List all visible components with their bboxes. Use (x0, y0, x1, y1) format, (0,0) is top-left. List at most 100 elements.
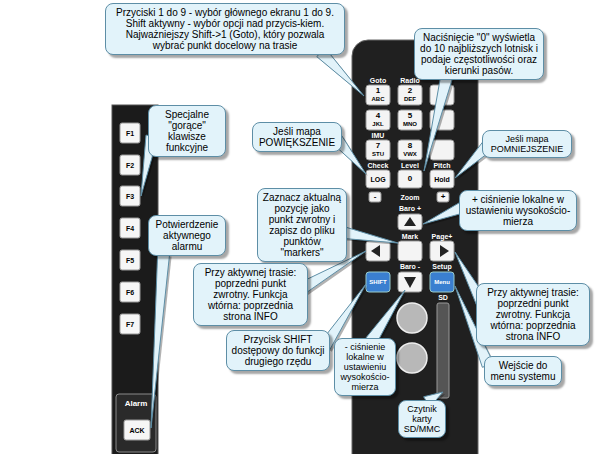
callout-tail (151, 254, 170, 428)
key (366, 85, 390, 105)
key-label: Alarm (125, 400, 148, 408)
key-label: F4 (126, 225, 134, 232)
callout-text: + ciśnienie lokalne w ustawieniu wysokoś… (464, 194, 572, 227)
callout-box: Wejście do menu systemu (484, 356, 562, 386)
callout-text: Przycisk SHIFT dostępowy do funkcji drug… (231, 334, 325, 367)
callout-box: Naciśnięcie "0" wyświetla do 10 najbliżs… (414, 28, 544, 80)
callout-text: Specjalne "gorące" klawisze funkcyjne (153, 109, 221, 153)
f-key (120, 282, 140, 302)
callout-text: Zaznacz aktualną pozycję jako punkt zwro… (262, 192, 342, 258)
key (398, 110, 422, 130)
key-label: JKL (372, 121, 383, 127)
key-label: 7 (376, 142, 380, 150)
key-label: DEF (404, 96, 416, 102)
key-label: + (441, 193, 446, 201)
f-key (120, 250, 140, 270)
panel-body (112, 105, 158, 454)
callout-tail (366, 290, 405, 344)
callout-tail (317, 48, 364, 96)
callout-box: Przycisk SHIFT dostępowy do funkcji drug… (226, 330, 330, 371)
zoom-key (437, 192, 449, 202)
key-label: 2 (408, 87, 412, 95)
key-label: Zoom (400, 194, 419, 201)
key (430, 170, 454, 188)
callout-box: Przy aktywnej trasie: poprzedni punkt zw… (476, 283, 590, 346)
f-key (120, 155, 140, 175)
key-label: Mark (402, 233, 418, 240)
arrow-glyph (371, 245, 380, 257)
callout-text: Jeśli mapa POMNIEJSZENIE (487, 134, 567, 154)
key-label: STU (372, 151, 384, 157)
callout-box: + ciśnienie lokalne w ustawieniu wysokoś… (459, 190, 577, 231)
left-key (366, 241, 390, 261)
knob (397, 343, 427, 373)
key-label: F2 (126, 162, 134, 169)
f-key (120, 218, 140, 238)
key-label: - (374, 193, 377, 201)
callout-text: Jeśli mapa POWIĘKSZENIE (257, 126, 337, 148)
key-label: F1 (126, 130, 134, 137)
callout-box: Przyciski 1 do 9 - wybór głównego ekranu… (105, 3, 345, 55)
key-label: SD (438, 294, 448, 301)
callout-tail (341, 227, 398, 243)
callout-text: Przyciski 1 do 9 - wybór głównego ekranu… (110, 7, 340, 51)
key-label: LOG (370, 176, 385, 183)
sd-slot (437, 303, 449, 398)
key-label: IMU (372, 132, 385, 139)
callout-box: Potwierdzenie aktywnego alarmu (148, 215, 226, 256)
f-key (120, 186, 140, 206)
callout-box: - ciśnienie lokalne w ustawieniu wysokoś… (334, 338, 396, 396)
left-panel (112, 105, 158, 454)
callout-box: Jeśli mapa POWIĘKSZENIE (252, 122, 342, 152)
down-key (398, 272, 422, 292)
callout-text: - ciśnienie lokalne w ustawieniu wysokoś… (339, 342, 391, 392)
callout-text: Przy aktywnej trasie: poprzedni punkt zw… (198, 267, 303, 322)
key (398, 140, 422, 160)
key-label: Hold (434, 176, 450, 183)
knob (397, 303, 427, 333)
key-label: 4 (376, 112, 380, 120)
key-label: VWX (403, 151, 417, 157)
key-label: Menu (434, 279, 450, 285)
callout-text: Naciśnięcie "0" wyświetla do 10 najbliżs… (419, 32, 539, 76)
key-label: F7 (126, 321, 134, 328)
callout-box: Zaznacz aktualną pozycję jako punkt zwro… (257, 188, 347, 262)
arrow-glyph (440, 245, 449, 257)
key (398, 85, 422, 105)
key-label: ACK (129, 427, 144, 434)
key-label: F6 (126, 289, 134, 296)
zoom-key (369, 192, 381, 202)
key (398, 170, 422, 188)
arrow-glyph (404, 277, 416, 288)
arrow-glyph (404, 217, 416, 226)
key-label: Level (401, 162, 419, 169)
key (366, 170, 390, 188)
key-label: 1 (376, 87, 380, 95)
f-key (120, 123, 140, 143)
key-label: F3 (126, 193, 134, 200)
callout-box: Jeśli mapa POMNIEJSZENIE (482, 130, 572, 158)
right-key (430, 241, 454, 261)
menu-key (430, 272, 454, 292)
key-label: 5 (408, 112, 412, 120)
key-label: Baro + (399, 205, 421, 212)
key-label: 8 (408, 142, 412, 150)
key-label: 0 (408, 175, 412, 183)
callout-box: Czytnik karty SD/MMC (398, 400, 446, 438)
key-label: Pitch (433, 162, 450, 169)
key (366, 110, 390, 130)
shift-key (366, 272, 390, 292)
key-label: Radio (400, 77, 419, 84)
callout-box: Przy aktywnej trasie: poprzedni punkt zw… (193, 263, 308, 326)
callout-text: Wejście do menu systemu (489, 360, 557, 382)
key-label: Goto (370, 77, 386, 84)
mark-key (398, 241, 422, 261)
callout-text: Czytnik karty SD/MMC (403, 404, 441, 434)
key-label: Baro - (400, 263, 420, 270)
callout-text: Przy aktywnej trasie: poprzedni punkt zw… (481, 287, 585, 342)
key-label: MNO (403, 121, 417, 127)
f-key (120, 314, 140, 334)
up-key (398, 214, 422, 230)
callout-tail (424, 76, 452, 171)
